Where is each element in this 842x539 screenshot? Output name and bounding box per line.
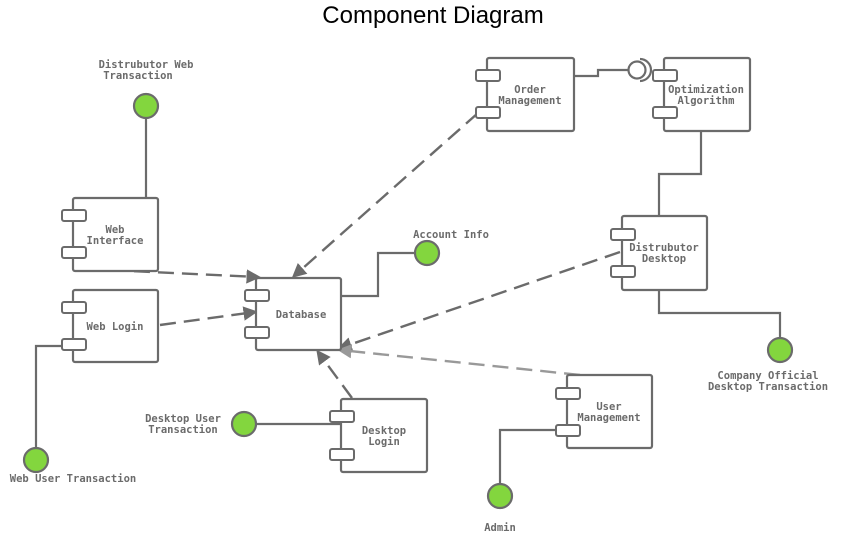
desktop-user-transaction-label-line1: Desktop User bbox=[145, 413, 221, 425]
order-management-label-line2: Management bbox=[498, 95, 561, 107]
optimization-algorithm-component[interactable]: Optimization Algorithm bbox=[652, 56, 752, 133]
distributor-desktop-company-wire bbox=[657, 291, 782, 338]
optimization-to-distributor-desktop-wire bbox=[657, 132, 703, 216]
order-management-component[interactable]: Order Management bbox=[475, 56, 576, 133]
user-management-label-line2: Management bbox=[577, 412, 640, 424]
distributor-desktop-label-line2: Desktop bbox=[642, 253, 686, 265]
user-management-admin-wire bbox=[498, 428, 556, 484]
optimization-algorithm-label-line2: Algorithm bbox=[678, 95, 735, 107]
web-interface-label-line2: Interface bbox=[87, 235, 144, 247]
desktop-user-transaction-interface[interactable]: Desktop User Transaction bbox=[145, 410, 258, 438]
database-label: Database bbox=[276, 309, 327, 321]
distributor-web-transaction-label-line1: Distrubutor Web bbox=[99, 59, 194, 71]
distributor-web-transaction-interface[interactable]: Distrubutor Web Transaction bbox=[99, 59, 194, 120]
order-management-required-wire bbox=[574, 68, 628, 78]
web-login-label: Web Login bbox=[87, 321, 144, 333]
desktop-login-label-line1: Desktop bbox=[362, 425, 406, 437]
desktop-login-label-line2: Login bbox=[368, 436, 400, 448]
admin-label: Admin bbox=[484, 522, 516, 534]
diagram-title: Component Diagram bbox=[322, 2, 543, 29]
company-official-desktop-transaction-interface[interactable]: Company Official Desktop Transaction bbox=[708, 336, 828, 393]
provided-interface-ball bbox=[627, 60, 647, 80]
desktop-login-component[interactable]: Desktop Login bbox=[329, 397, 429, 474]
web-interface-component[interactable]: Web Interface bbox=[61, 196, 160, 273]
distributor-web-transaction-label-line2: Transaction bbox=[103, 70, 173, 82]
web-login-web-user-wire bbox=[34, 344, 62, 448]
distributor-desktop-component[interactable]: Distrubutor Desktop bbox=[610, 214, 709, 292]
web-login-component[interactable]: Web Login bbox=[61, 288, 160, 364]
account-info-interface[interactable]: Account Info bbox=[413, 229, 489, 267]
desktop-user-transaction-label-line2: Transaction bbox=[148, 424, 218, 436]
user-management-label-line1: User bbox=[596, 401, 621, 413]
web-interface-label-line1: Web bbox=[106, 224, 125, 236]
database-component[interactable]: Database bbox=[244, 276, 343, 352]
admin-interface[interactable]: Admin bbox=[484, 482, 516, 534]
order-management-label-line1: Order bbox=[514, 84, 546, 96]
order-management-to-database-dependency bbox=[291, 112, 479, 278]
web-user-transaction-label: Web User Transaction bbox=[10, 473, 136, 485]
optimization-algorithm-label-line1: Optimization bbox=[668, 84, 744, 96]
desktop-login-to-database-dependency bbox=[316, 349, 353, 399]
user-management-to-database-dependency bbox=[337, 344, 581, 377]
distributor-desktop-to-database-dependency bbox=[337, 250, 621, 352]
web-login-to-database-dependency bbox=[159, 306, 258, 327]
account-info-label: Account Info bbox=[413, 229, 489, 241]
user-management-component[interactable]: User Management bbox=[555, 373, 654, 450]
web-user-transaction-interface[interactable]: Web User Transaction bbox=[10, 446, 136, 485]
company-official-label-line2: Desktop Transaction bbox=[708, 381, 828, 393]
distributor-desktop-label-line1: Distrubutor bbox=[629, 242, 699, 254]
company-official-label-line1: Company Official bbox=[717, 370, 818, 382]
database-account-info-wire bbox=[341, 251, 414, 298]
required-interface-socket bbox=[639, 57, 653, 83]
